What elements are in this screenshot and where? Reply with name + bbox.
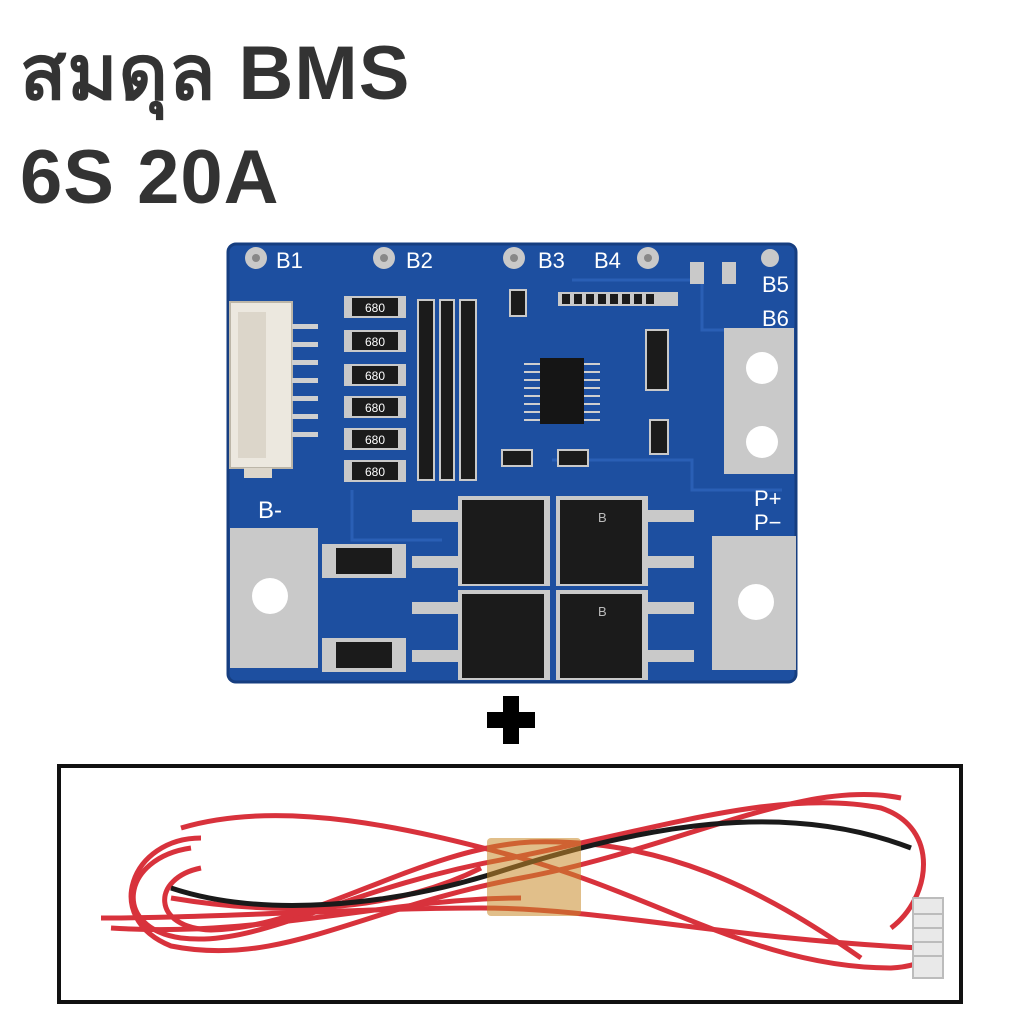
label-b3: B3 bbox=[538, 248, 565, 273]
b5-pad bbox=[761, 249, 779, 267]
svg-text:680: 680 bbox=[365, 335, 385, 349]
svg-text:B: B bbox=[598, 510, 607, 525]
label-p-minus: P− bbox=[754, 510, 782, 535]
label-p-plus: P+ bbox=[754, 486, 782, 511]
svg-text:680: 680 bbox=[365, 401, 385, 415]
label-b-minus: B- bbox=[258, 497, 282, 524]
svg-text:680: 680 bbox=[365, 433, 385, 447]
plus-icon bbox=[481, 690, 541, 750]
svg-text:680: 680 bbox=[365, 465, 385, 479]
label-b5: B5 bbox=[762, 272, 789, 297]
svg-text:680: 680 bbox=[365, 369, 385, 383]
label-b4: B4 bbox=[594, 248, 621, 273]
smd-components bbox=[417, 289, 669, 481]
mosfets: B B bbox=[412, 496, 694, 680]
label-b1: B1 bbox=[276, 248, 303, 273]
label-b2: B2 bbox=[406, 248, 433, 273]
title-line-1: สมดุล BMS bbox=[20, 31, 411, 116]
cable-image bbox=[57, 764, 963, 1004]
svg-text:B: B bbox=[598, 604, 607, 619]
balance-resistors: 680 680 680 680 680 680 bbox=[344, 296, 406, 482]
bms-board-image: B1 B2 B3 B4 B5 B6 bbox=[222, 240, 802, 685]
bms-ic bbox=[524, 358, 600, 424]
shunt-resistors bbox=[322, 544, 406, 672]
balance-connector bbox=[229, 301, 318, 478]
title-line-2: 6S 20A bbox=[20, 135, 280, 220]
label-b6: B6 bbox=[762, 306, 789, 331]
svg-text:680: 680 bbox=[365, 301, 385, 315]
